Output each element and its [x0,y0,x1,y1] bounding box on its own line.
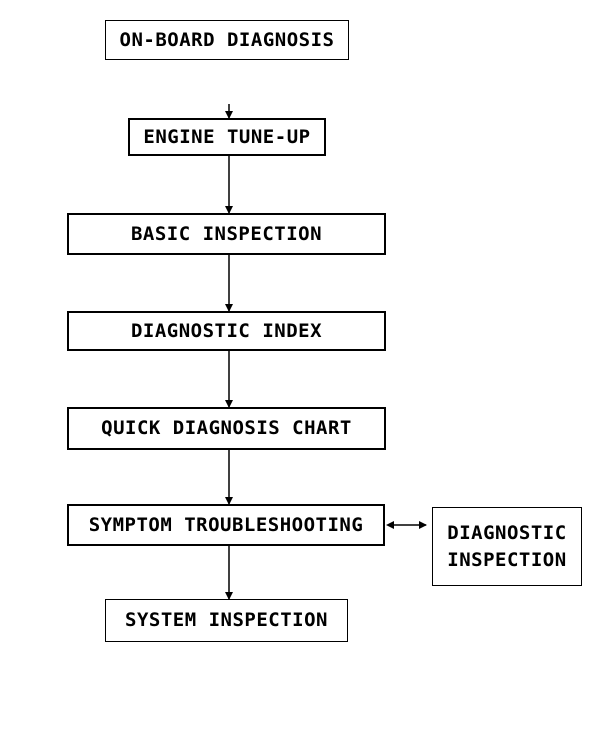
on-board-diagnosis-label: ON-BOARD DIAGNOSIS [119,28,335,51]
diagnostic-inspection-box: DIAGNOSTIC INSPECTION [432,507,582,586]
engine-tune-up-label: ENGINE TUNE-UP [143,125,311,148]
system-inspection-label: SYSTEM INSPECTION [125,609,328,632]
diagnostic-inspection-label-line2: INSPECTION [447,548,567,571]
diagnostic-index-label: DIAGNOSTIC INDEX [130,319,323,342]
quick-diagnosis-chart-box: QUICK DIAGNOSIS CHART [67,407,386,450]
quick-diagnosis-chart-label: QUICK DIAGNOSIS CHART [101,417,352,440]
arrowhead-left-symptom [386,521,394,529]
basic-inspection-label: BASIC INSPECTION [130,222,323,245]
diagnostic-inspection-label-line1: DIAGNOSTIC [447,521,567,544]
on-board-diagnosis-box: ON-BOARD DIAGNOSIS [105,20,349,60]
symptom-troubleshooting-label: SYMPTOM TROUBLESHOOTING [88,513,364,536]
system-inspection-box: SYSTEM INSPECTION [105,599,348,642]
symptom-troubleshooting-box: SYMPTOM TROUBLESHOOTING [67,504,385,546]
diagnostic-index-box: DIAGNOSTIC INDEX [67,311,386,351]
basic-inspection-box: BASIC INSPECTION [67,213,386,255]
engine-tune-up-box: ENGINE TUNE-UP [128,118,326,156]
